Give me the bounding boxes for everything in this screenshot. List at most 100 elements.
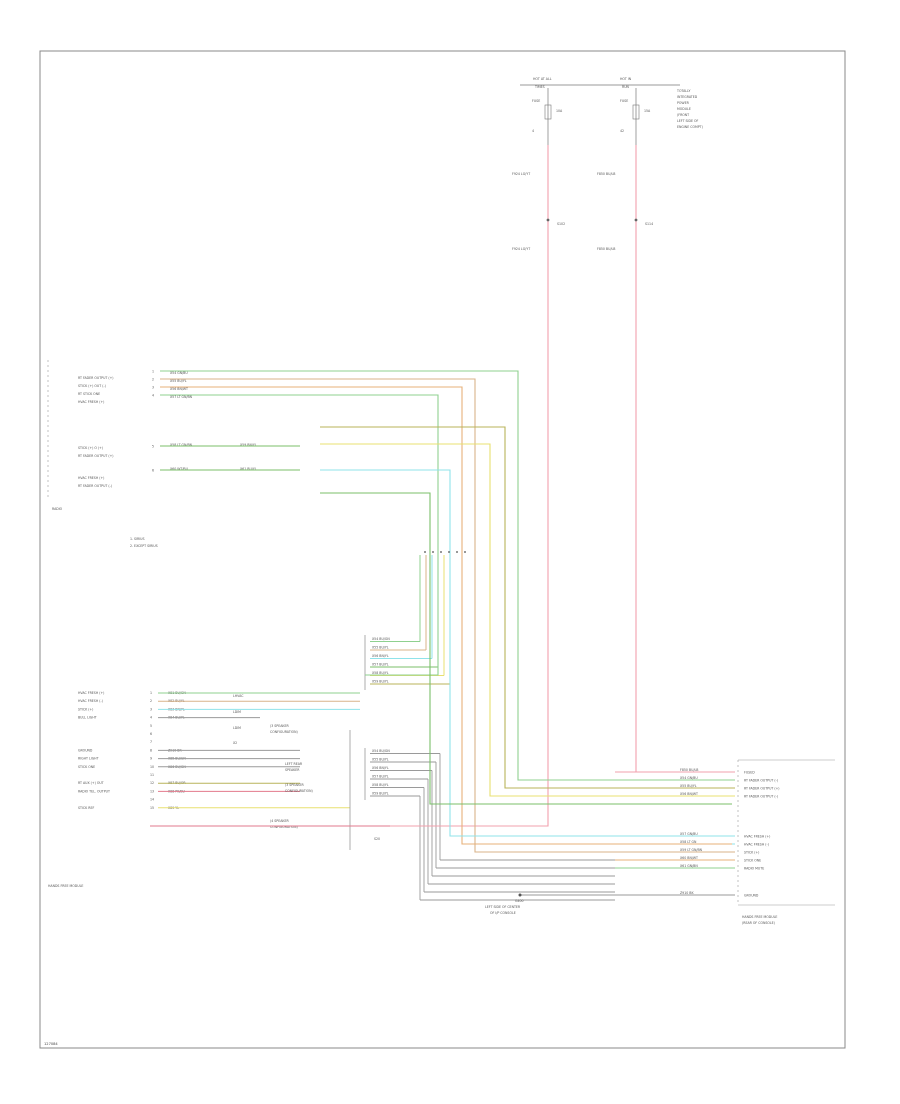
radio-pin-num: 3 [152,386,154,390]
radio-pin-low-0: HVAC FRESH (+) [78,476,104,480]
radio-pin-top-3: HVAC FRESH (+) [78,400,104,404]
module-wire-code-1: X54 GN/BU [680,776,698,780]
connector-bot-label-4: X58 BU/YL [372,783,389,787]
ground-label: G400 [515,899,524,903]
amp-pin-num-9: 10 [150,765,154,769]
footer-code: 127084 [44,1042,58,1046]
fuse-right-label-1: 15A [644,109,651,113]
radio-wire-0: X54 GN/BU [170,371,188,375]
radio-wire-5: X59 BN/YL [240,443,257,447]
amp-pin-num-0: 1 [150,691,152,695]
connector-bot-label-1: X55 BU/YL [372,758,389,762]
fuse-right-label-2: 42 [620,129,624,133]
amp-note-4: (3 SPEAKER [285,783,305,787]
tipm-note: TOTALLY INTEGRATED POWER MODULE (FRONT L… [676,89,703,129]
fuse-left-label-1: 10A [556,109,563,113]
amp-mid-label-1: LDIM [233,710,241,714]
connector-bot-label-2: X56 BN/YL [372,766,389,770]
radio-legend-0: 1. SIRIUS [130,537,145,541]
amp-mid-label-3: X2 [233,741,237,745]
module-pin-label-7: STICK ONE [744,859,761,863]
wire-radio-2 [160,378,732,853]
ground-note-0: LEFT SIDE OF CENTER [485,905,521,909]
fuse-left-label-2: 4 [532,129,534,133]
amp-pin-num-1: 2 [150,699,152,703]
module-wire-code-5: X58 LT GN [680,840,697,844]
harness-node [440,551,442,553]
module-wire-code-4: X57 GN/BU [680,832,698,836]
ground-symbol [518,893,522,897]
splice-s2: S20 [374,837,380,841]
tipm-note-6: ENGINE COMPT) [677,125,703,129]
module-pin-label-3: RT FADER OUTPUT (-) [744,795,778,799]
module-wire-code-0: F850 BU/LB [680,768,699,772]
amp-pin-num-13: 14 [150,798,154,802]
radio-wire-7: X61 BU/YL [240,467,257,471]
right-feed-label-bot: F850 BU/LB [597,247,616,251]
left-feed-label-bot: F924 LG/YT [512,247,530,251]
amp-pin-num-3: 4 [150,716,152,720]
tipm-note-4: (FRONT [677,113,689,117]
wire-radio-6 [320,443,732,797]
radio-pin-num: 1 [152,370,154,374]
module-wire-code-2: X55 BU/YL [680,784,697,788]
amp-pin-num-6: 7 [150,740,152,744]
amp-note-6: (4 SPEAKER [270,819,290,823]
module-section: HANDS FREE MODULE (REAR OF CONSOLE) FUSE… [615,759,835,925]
amp-note-0: (3 SPEAKER [270,724,290,728]
diagram-frame [39,50,846,1049]
radio-pin-num: 5 [152,445,154,449]
fuse-right-title: HOT IN [620,77,632,81]
radio-section: RADIO 1. SIRIUS 2. EXCEPT SIRIUS RT FADE… [47,360,257,548]
amp-pin-num-8: 9 [150,757,152,761]
module-wire-code-9: Z910 BK [680,891,694,895]
tipm-note-3: MODULE [677,107,691,111]
harness-node [448,551,450,553]
wire-radio-4 [160,394,439,676]
amp-pin-label-8: RIGHT LIGHT [78,757,99,761]
wire-radio-8 [320,492,732,805]
tipm-note-1: INTEGRATED [677,95,698,99]
fuse-left-title: HOT AT ALL [533,77,552,81]
module-wire-code-7: X60 BN/WT [680,856,698,860]
amp-pin-label-0: HVAC FRESH (+) [78,691,104,695]
connector-top-label-2: X56 BN/YL [372,654,389,658]
ground-section: G400 LEFT SIDE OF CENTER OF I/P CONSOLE … [374,837,524,915]
amp-mid-label-2: LDIM [233,726,241,730]
module-pin-label-0: FUSED [744,771,755,775]
module-pin-label-8: RADIO MUTE [744,867,764,871]
fuse-block: HOT AT ALL TIMES HOT IN RUN FUSE 10A 4 F… [512,77,703,251]
amp-pin-num-10: 11 [150,773,154,777]
amp-pin-num-14: 15 [150,806,154,810]
fuse-right-label-0: FUSE [620,99,628,103]
amp-pin-label-11: RT AUX (+) OUT [78,781,104,785]
module-wire-code-6: X59 LT GN/BN [680,848,703,852]
tipm-note-0: TOTALLY [676,89,690,93]
amp-section: HANDS FREE MODULE HVAC FRESH (+)1X81 BU/… [48,691,360,888]
module-wire-code-8: X61 GN/BN [680,864,698,868]
right-feed-label-top: F850 BU/LB [597,172,616,176]
radio-wire-2: X56 BN/WT [170,387,188,391]
connector-top-label-0: X54 BU/GN [372,637,390,641]
amp-note-1: CONFIGURATION) [270,730,298,734]
connector-top-label-3: X57 BU/YL [372,663,389,667]
wire-group: 1 2 3 4 5 6 [150,145,732,897]
module-pin-label-4: HVAC FRESH (+) [744,835,770,839]
wire-radio-7 [320,469,732,837]
splice-s114-dot [634,218,638,222]
harness-node [464,551,466,553]
radio-pin-top-2: RT STICK ONE [78,392,100,396]
fuse-right-sub: RUN [622,85,630,89]
harness-node [456,551,458,553]
amp-pin-label-9: STICK ONE [78,765,95,769]
module-pin-label-1: RT FADER OUTPUT (-) [744,779,778,783]
amp-pin-num-5: 6 [150,732,152,736]
amp-pin-num-2: 3 [150,707,152,711]
amp-pin-label-12: RADIO TEL. OUTPUT [78,789,110,793]
amp-note-2: LEFT REAR [285,762,303,766]
radio-wire-4: X58 LT GN/BN [170,443,193,447]
amp-pin-label-7: GROUND [78,748,93,752]
radio-wire-3: X57 LT GN/BN [170,395,193,399]
connector-top-label-5: X59 BU/YL [372,680,389,684]
amp-pin-label-2: STICK (+) [78,707,93,711]
